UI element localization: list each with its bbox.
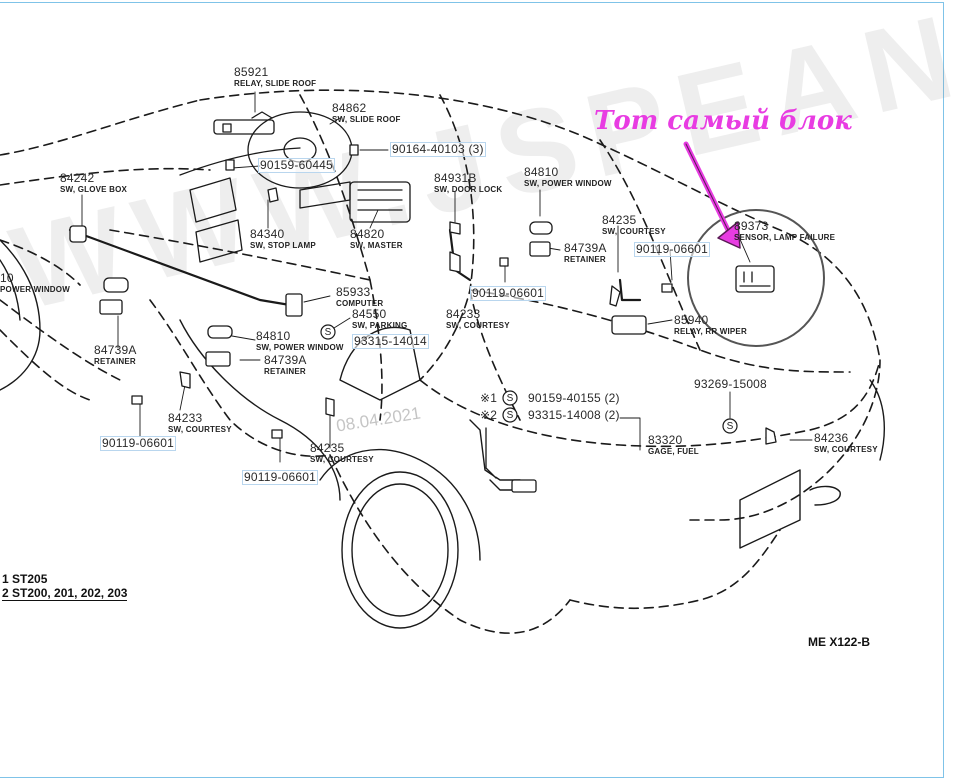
screw-symbols	[320, 324, 738, 434]
legend-mark-2: 2	[2, 586, 9, 600]
legend-text-2: ST200, 201, 202, 203	[12, 586, 128, 600]
part-number-90159-40155: 90159-40155 (2)	[528, 391, 620, 405]
image-frame	[0, 2, 944, 778]
part-label-93269-15008: 93269-15008	[694, 377, 767, 391]
part-label-93315-14014: 93315-14014	[352, 334, 429, 349]
components	[69, 123, 777, 493]
handwritten-annotation: Тот самый блок	[594, 106, 852, 136]
part-label-90164: 90164-40103 (3)	[390, 142, 486, 157]
legend-mark-1: 1	[2, 572, 9, 586]
legend-line-1: 1 ST205	[2, 572, 127, 586]
legend-text-1: ST205	[12, 572, 48, 586]
door-and-wheel	[0, 239, 521, 629]
part-label-90159-40155: ※1	[480, 391, 498, 405]
part-label-90119-middle: 90119-06601	[470, 286, 547, 301]
highlight-circle	[687, 209, 825, 347]
annotation-arrow	[683, 141, 741, 249]
leader-lines	[81, 91, 813, 463]
car-body-outline	[0, 89, 881, 634]
rear-end	[739, 379, 885, 549]
part-label-90119-left: 90119-06601	[100, 436, 177, 451]
drawing-code: ME X122-B	[808, 635, 871, 649]
part-label-90119-lower: 90119-06601	[242, 470, 319, 485]
part-label-93315-14008: ※2	[480, 408, 498, 422]
screw-symbol: S	[726, 421, 734, 432]
part-label-90159-60445: 90159-60445	[258, 158, 335, 173]
legend-line-2: 2 ST200, 201, 202, 203	[2, 586, 128, 601]
screw-symbol: S	[506, 410, 514, 421]
part-label-90119-upper-right: 90119-06601	[634, 242, 711, 257]
model-legend: 1 ST205 2 ST200, 201, 202, 203	[2, 572, 128, 601]
screw-symbol: S	[324, 327, 332, 338]
part-number-93315-14008: 93315-14008 (2)	[528, 408, 620, 422]
screw-symbol: S	[506, 393, 514, 404]
